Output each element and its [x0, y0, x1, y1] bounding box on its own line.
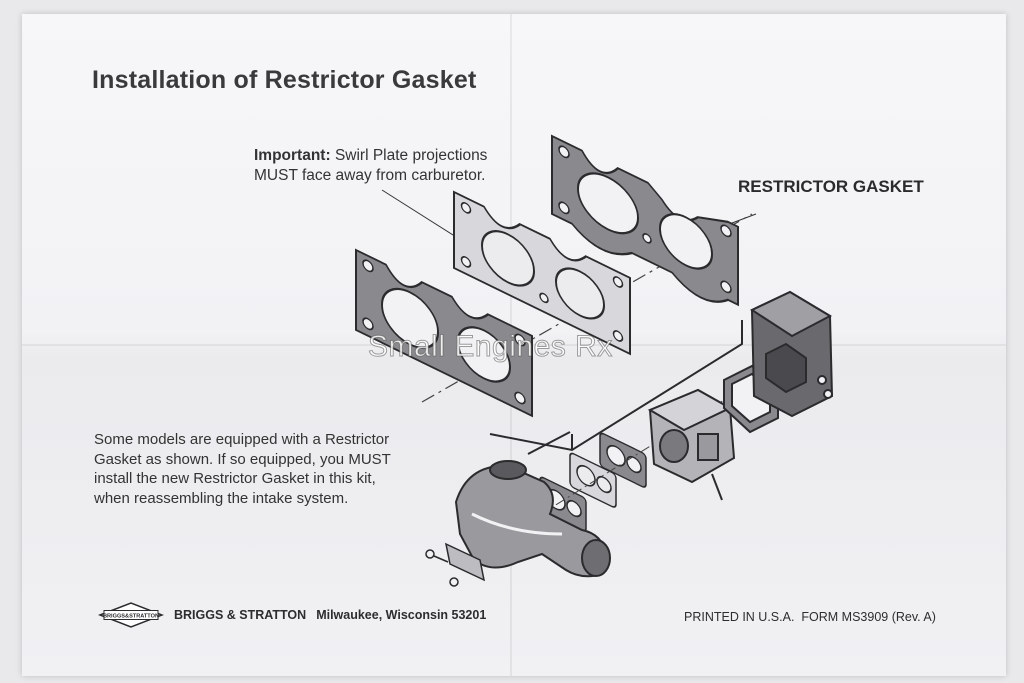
detail-bracket	[489, 320, 743, 452]
instruction-line-4: when reassembling the intake system.	[94, 489, 349, 507]
document-sheet: Installation of Restrictor Gasket Import…	[22, 14, 1006, 676]
instruction-line-3: install the new Restrictor Gasket in thi…	[94, 470, 376, 487]
instruction-text: Some models are equipped with a Restrict…	[94, 430, 454, 508]
footer-company: BRIGGS&STRATTON BRIGGS & STRATTON Milwau…	[97, 602, 487, 628]
company-name: BRIGGS & STRATTON	[174, 608, 307, 622]
briggs-stratton-logo: BRIGGS&STRATTON	[97, 602, 165, 628]
restrictor-gasket	[551, 134, 739, 307]
important-note: Important: Swirl Plate projections MUST …	[254, 146, 487, 186]
important-label: Important:	[254, 147, 331, 164]
small-gaskets	[521, 363, 783, 532]
exploded-view-diagram	[355, 134, 834, 587]
important-line-2: MUST face away from carburetor.	[254, 167, 486, 184]
swirl-plate	[453, 190, 631, 356]
form-number: FORM MS3909 (Rev. A)	[801, 610, 936, 624]
company-address: Milwaukee, Wisconsin 53201	[316, 608, 487, 622]
watermark: Small Engines Rx	[368, 330, 613, 364]
intake-manifold	[454, 460, 611, 578]
air-intake-elbow	[723, 290, 834, 434]
carburetor	[647, 388, 736, 501]
logo-text: BRIGGS&STRATTON	[103, 614, 159, 620]
instruction-line-1: Some models are equipped with a Restrict…	[94, 431, 390, 448]
instruction-line-2: Gasket as shown. If so equipped, you MUS…	[94, 450, 391, 468]
printed-in: PRINTED IN U.S.A.	[684, 610, 795, 624]
page-title: Installation of Restrictor Gasket	[92, 66, 477, 94]
footer-print-info: PRINTED IN U.S.A. FORM MS3909 (Rev. A)	[684, 610, 936, 624]
mounting-bracket	[425, 542, 486, 587]
important-line-1: Swirl Plate projections	[334, 147, 488, 164]
front-gasket	[355, 248, 533, 418]
restrictor-gasket-callout: RESTRICTOR GASKET	[738, 177, 924, 196]
